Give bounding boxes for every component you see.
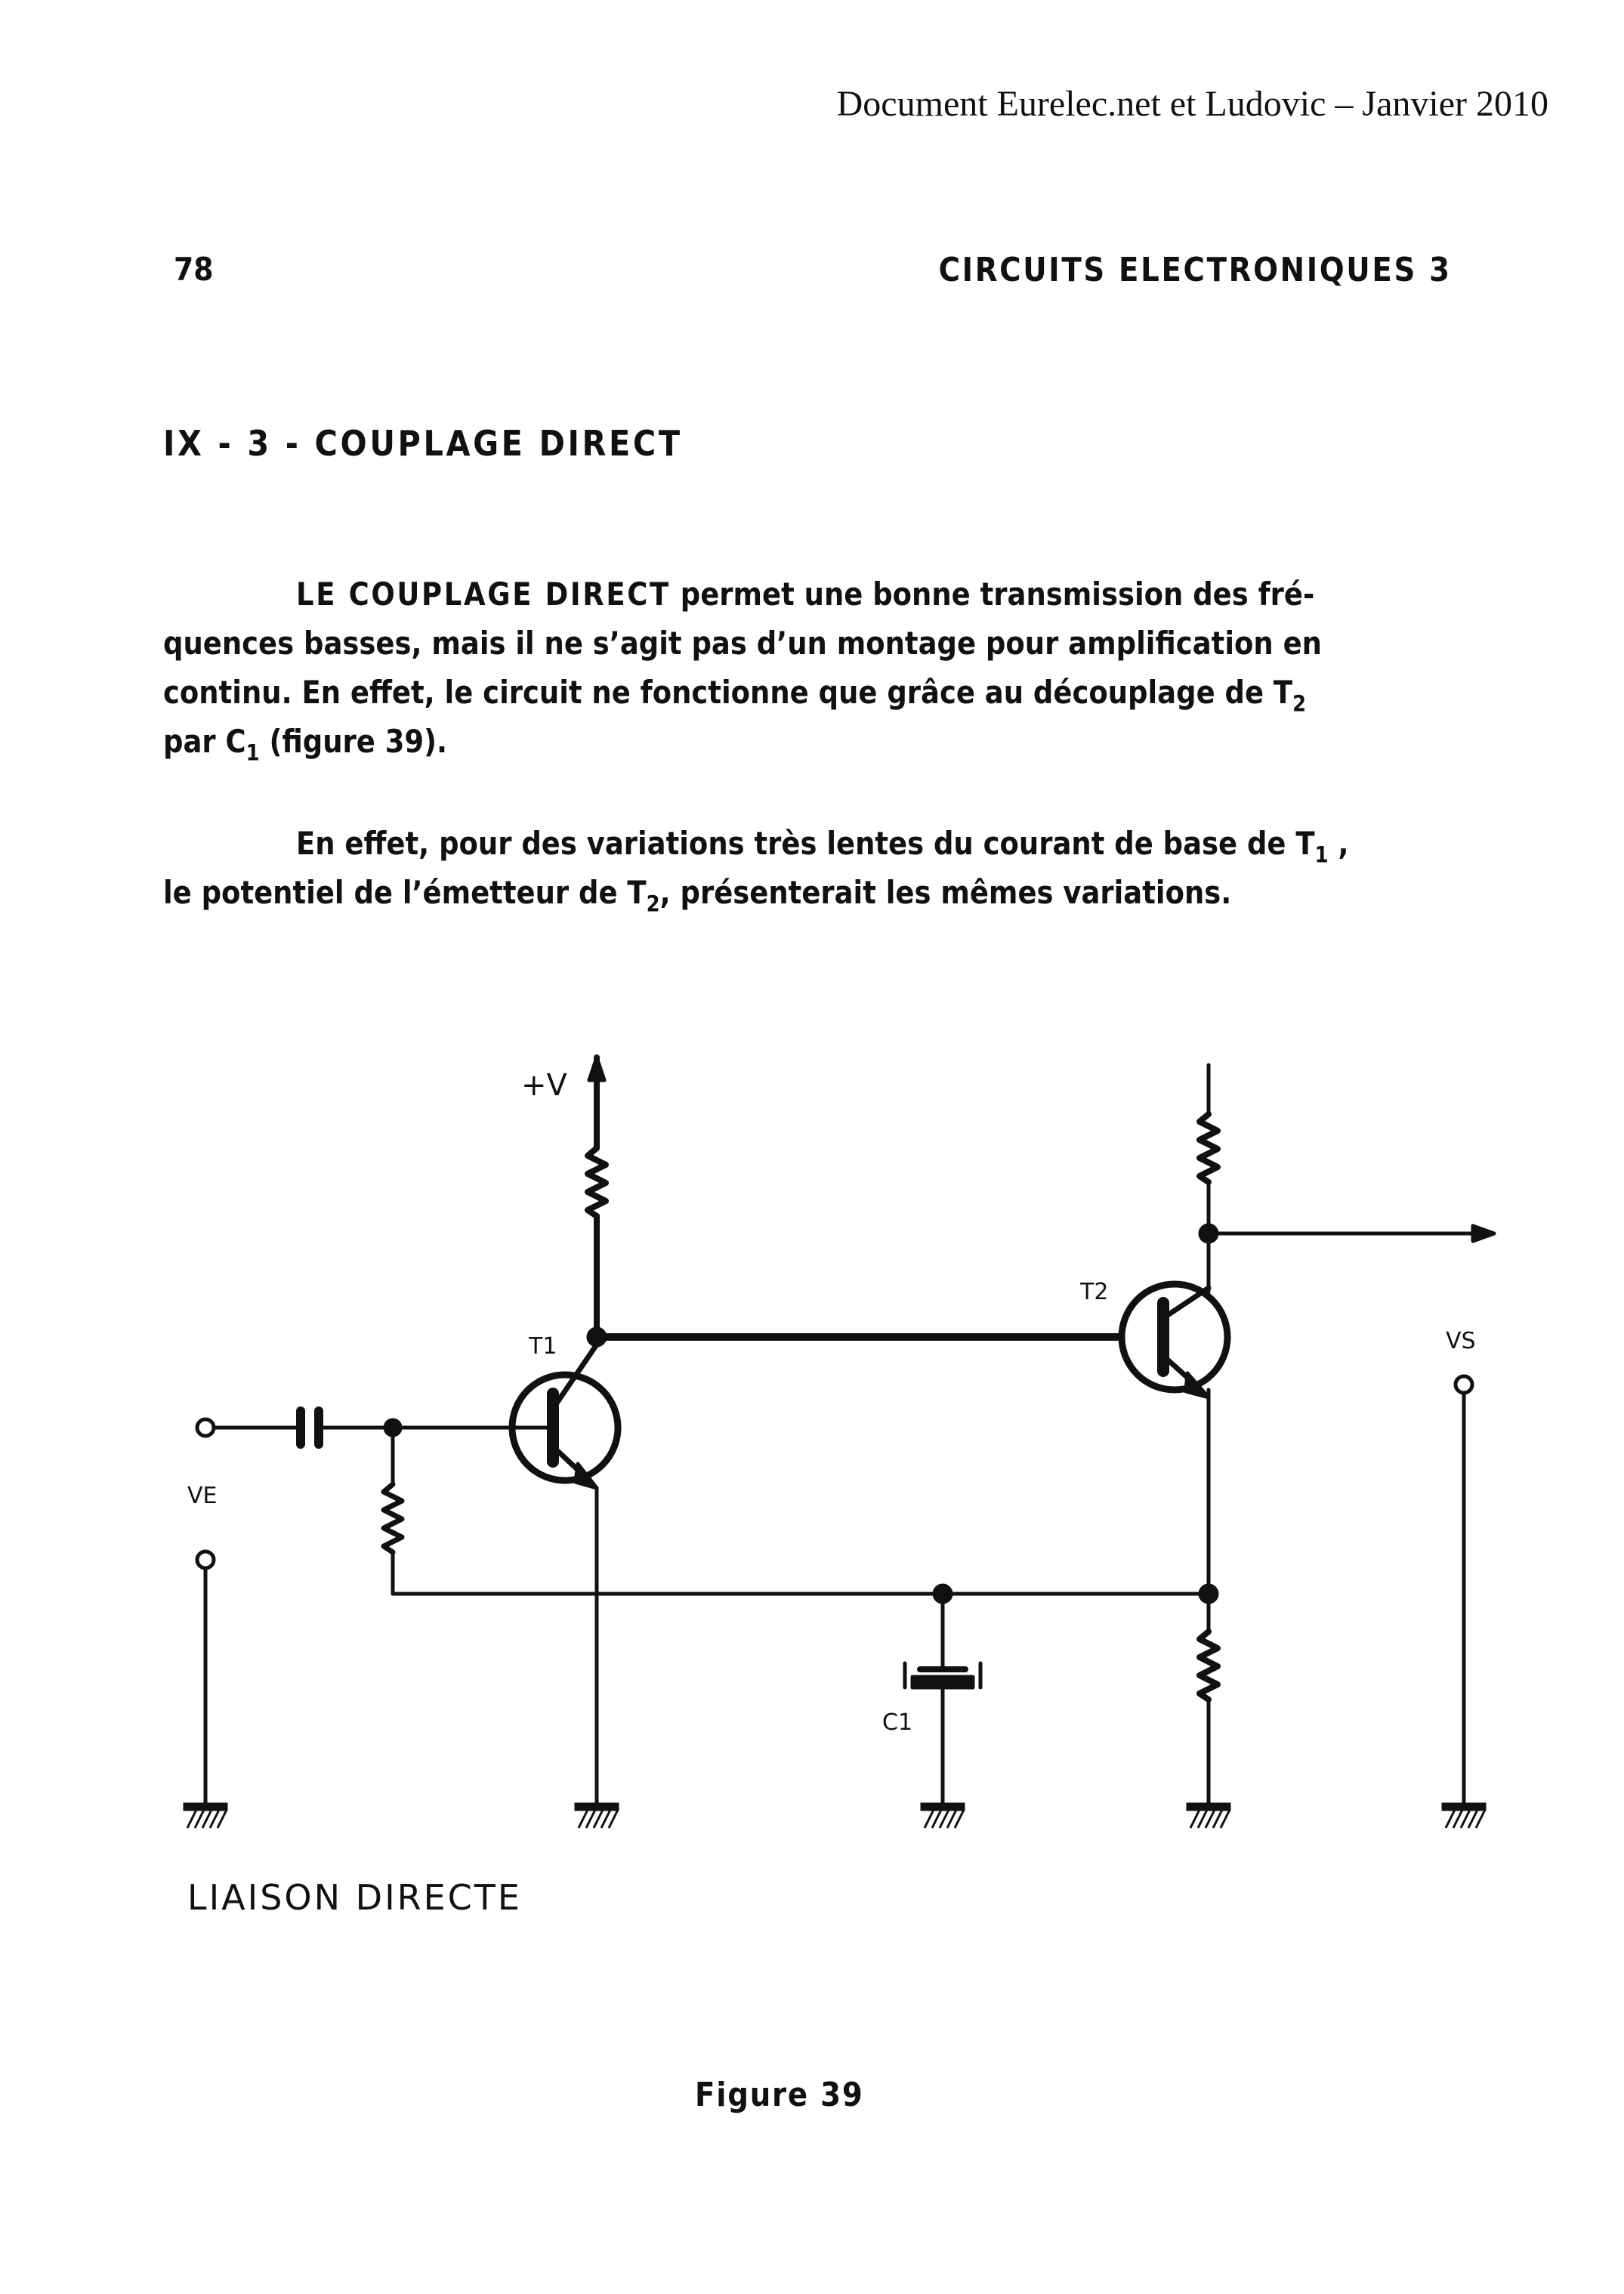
ground-icon [1186,1802,1231,1829]
paragraph-2-line-2: le potentiel de l’émetteur de T2, présen… [163,874,1232,915]
paragraph-1-line-4-text: par C [163,723,246,760]
ground-icon [920,1802,965,1829]
supply-arrow-icon [587,1055,607,1082]
ground-icon [183,1802,228,1829]
page-number: 78 [174,251,214,288]
paragraph-2-line-2-text: le potentiel de l’émetteur de T [163,874,647,911]
section-heading: IX - 3 - COUPLAGE DIRECT [163,423,683,464]
t2-collector-resistor [1196,1111,1221,1185]
t1-collector-resistor [585,1145,609,1219]
subscript-2: 2 [646,891,660,917]
t2-emitter-resistor [1196,1629,1221,1703]
paragraph-1-line-2: quences basses, mais il ne s’agit pas d’… [163,625,1322,662]
transistor-symbol-t: T [1273,674,1293,711]
schematic-caption: LIAISON DIRECTE [187,1877,522,1918]
t2-label: T2 [1079,1279,1108,1305]
input-terminal [195,1417,216,1438]
paragraph-1-line-1-text: permet une bonne transmission des fré- [670,576,1315,613]
paragraph-1-line-4: par C1 (figure 39). [163,723,448,764]
t1-base-resistor [381,1481,405,1555]
input-label: VE [187,1483,217,1509]
circuit-schematic: +V T1 T2 VE VS C1 LIAISON DIRECTE [183,1054,1496,1918]
supply-label: +V [521,1068,568,1103]
ground-icon [1441,1802,1487,1829]
figure-label: Figure 39 [695,2076,864,2114]
input-ground-terminal [195,1549,216,1570]
document-header-note: Document Eurelec.net et Ludovic – Janvie… [836,84,1548,124]
paragraph-2-line-1-end: , [1328,825,1349,862]
paragraph-1-line-1: LE COUPLAGE DIRECT permet une bonne tran… [296,576,1314,613]
t2-transistor-icon [1118,1280,1231,1400]
output-label: VS [1446,1328,1476,1354]
capacitor-label: C1 [882,1709,912,1736]
subscript-2: 2 [1292,690,1307,717]
paragraph-1-lead: LE COUPLAGE DIRECT [296,576,671,613]
paragraph-1-line-3: continu. En effet, le circuit ne fonctio… [163,674,1306,715]
paragraph-2-line-1: En effet, pour des variations très lente… [296,825,1349,866]
running-title: CIRCUITS ELECTRONIQUES 3 [938,251,1452,289]
paragraph-1-line-4-end: (figure 39). [259,723,448,760]
t1-transistor-icon [391,1342,622,1490]
paragraph-1-line-3-text: continu. En effet, le circuit ne fonctio… [163,674,1274,711]
output-arrow-icon [1471,1224,1496,1243]
ground-icon [574,1802,619,1829]
paragraph-2-line-2-end: , présenterait les mêmes variations. [659,874,1232,911]
subscript-1: 1 [1314,841,1329,868]
subscript-1: 1 [245,739,260,766]
output-terminal [1453,1374,1474,1395]
paragraph-2-line-1-text: En effet, pour des variations très lente… [296,825,1315,862]
t1-label: T1 [528,1333,557,1360]
